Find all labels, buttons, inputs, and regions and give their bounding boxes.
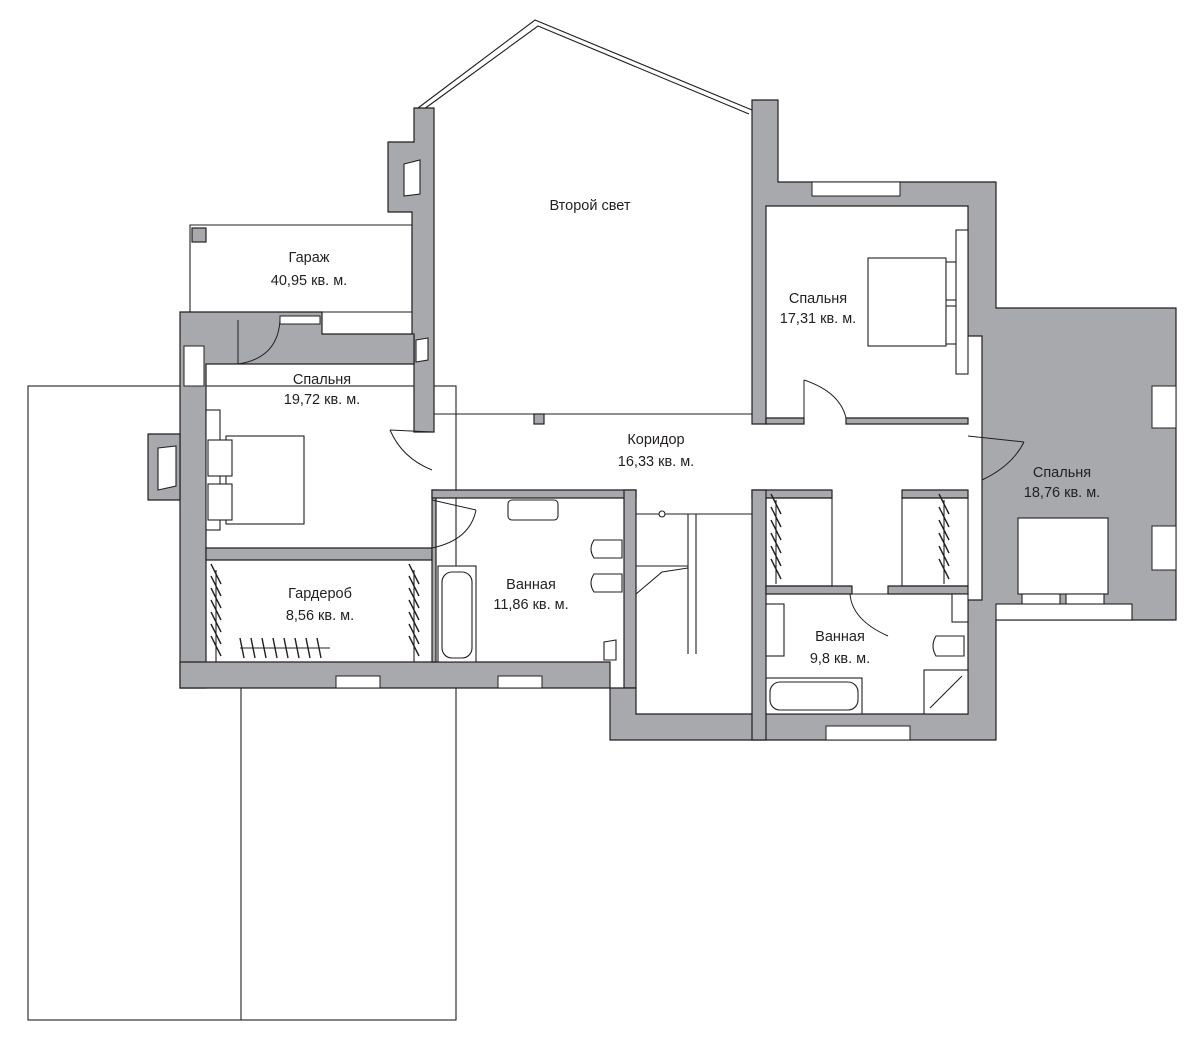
room-name: Спальня [1033,465,1091,481]
hanger-mark [210,563,222,585]
bath-1-fixtures [437,499,623,663]
room-area: 40,95 кв. м. [271,273,347,289]
room-name: Ванная [815,629,865,645]
room-labels: Второй свет Гараж 40,95 кв. м. Спальня 1… [271,198,1100,667]
room-name: Спальня [789,291,847,307]
hanger-mark [408,623,420,645]
hanger-mark [938,506,950,528]
room-area: 16,33 кв. м. [618,454,694,470]
hanger-mark [239,637,245,659]
hanger-mark [408,563,420,585]
windows [183,181,1177,741]
hanger-mark [316,637,322,659]
room-area: 11,86 кв. м. [493,597,568,613]
hanger-mark [210,575,222,597]
hanger-mark [408,599,420,621]
hanger-mark [408,575,420,597]
hanger-mark [210,623,222,645]
hanger-mark [210,599,222,621]
hanger-mark [210,635,222,657]
hanger-mark [770,558,782,580]
second-light-roof [417,19,753,115]
bath-2-fixtures [765,593,969,715]
hanger-mark [938,519,950,541]
hanger-mark [770,519,782,541]
garage-outline [189,224,413,313]
hanger-mark [210,611,222,633]
doors [237,319,1025,637]
lower-roof-outline [27,385,457,1021]
hanger-mark [272,637,278,659]
hanger-mark [210,587,222,609]
hanger-mark [938,493,950,515]
room-area: 18,76 кв. м. [1024,485,1100,501]
hanger-mark [261,637,267,659]
room-name: Ванная [506,577,556,593]
bed-bedroom-1 [205,409,305,531]
walls [147,99,1177,741]
hanger-mark [938,545,950,567]
hanger-mark [770,493,782,515]
room-area: 17,31 кв. м. [780,311,856,327]
staircase [635,510,752,654]
hanger-mark [770,532,782,554]
room-name: Гараж [289,250,330,266]
bed-bedroom-3 [995,517,1133,621]
hanger-mark [770,545,782,567]
room-name: Спальня [293,372,351,388]
hanger-mark [294,637,300,659]
room-name: Гардероб [288,586,352,602]
hanger-mark [408,587,420,609]
hanger-mark [283,637,289,659]
room-name: Коридор [627,432,684,448]
chimneys [157,159,617,661]
room-name: Второй свет [549,198,630,214]
hanger-mark [938,558,950,580]
bed-bedroom-2 [867,229,969,375]
room-area: 8,56 кв. м. [286,608,354,624]
hanger-mark [250,637,256,659]
hanger-mark [408,635,420,657]
room-area: 9,8 кв. м. [810,651,870,667]
hanger-mark [305,637,311,659]
hanger-mark [408,611,420,633]
room-area: 19,72 кв. м. [284,392,360,408]
hanger-mark [938,532,950,554]
hanger-mark [770,506,782,528]
